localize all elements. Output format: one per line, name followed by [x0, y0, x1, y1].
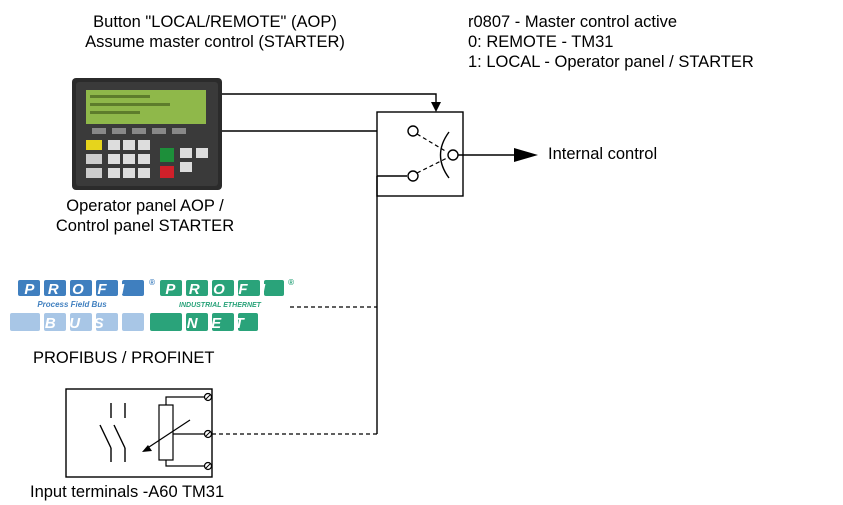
profibus-word: PROFI	[24, 281, 137, 298]
terminals-label: Input terminals -A60 TM31	[30, 483, 225, 501]
svg-text:®: ®	[149, 278, 155, 287]
profinet-word: PROFI	[165, 281, 278, 298]
parameter-option-local: 1: LOCAL - Operator panel / STARTER	[468, 53, 754, 71]
operator-panel-label-line1: Operator panel AOP /	[66, 197, 224, 215]
profinet-tagline: INDUSTRIAL ETHERNET	[179, 302, 262, 309]
profibus-bus-word: BUS	[45, 315, 117, 332]
bus-label: PROFIBUS / PROFINET	[33, 349, 215, 367]
internal-control-arrow	[514, 148, 538, 162]
internal-control-label: Internal control	[548, 145, 658, 163]
input-terminals-block	[65, 388, 213, 478]
svg-text:®: ®	[288, 278, 294, 287]
profinet-logo: PROFI INDUSTRIAL ETHERNET NET ®	[150, 278, 294, 332]
button-label-line2: Assume master control (STARTER)	[85, 33, 345, 51]
operator-panel-image	[72, 78, 222, 190]
panel-green-key	[160, 148, 174, 162]
profibus-tagline: Process Field Bus	[37, 300, 107, 309]
panel-to-switch-top-line	[222, 93, 437, 104]
parameter-option-remote: 0: REMOTE - TM31	[468, 33, 614, 51]
profinet-net-word: NET	[187, 315, 258, 332]
parameter-title: r0807 - Master control active	[468, 13, 678, 31]
panel-red-key	[160, 166, 174, 178]
operator-panel-label-line2: Control panel STARTER	[55, 217, 235, 235]
button-label-line1: Button "LOCAL/REMOTE" (AOP)	[93, 13, 337, 31]
profibus-logo: PROFI Process Field Bus BUS ®	[10, 278, 155, 332]
